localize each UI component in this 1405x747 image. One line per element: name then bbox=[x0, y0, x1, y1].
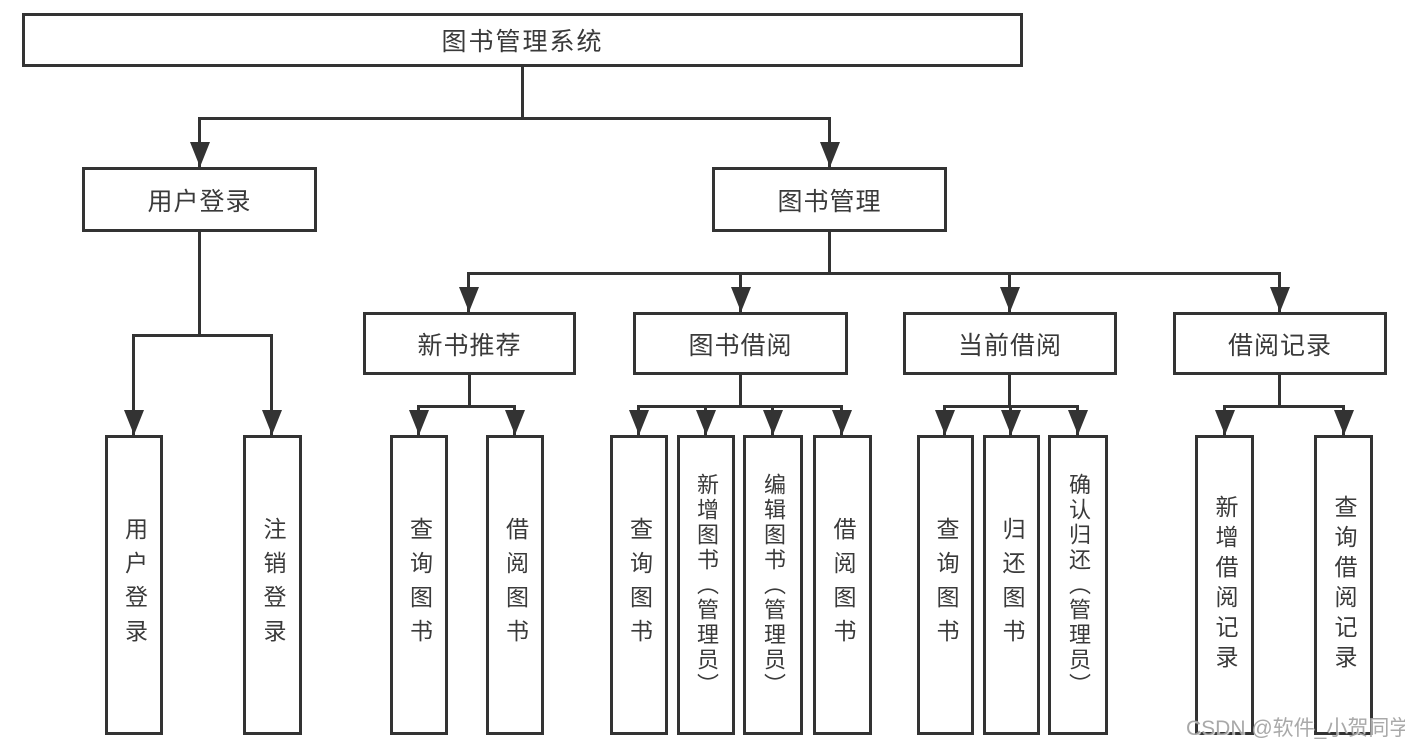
node-borrow-books-borrowing: 借阅图书 bbox=[813, 435, 872, 735]
edge-bar bbox=[1223, 405, 1345, 408]
edge-bar bbox=[132, 334, 273, 337]
arrow-down-icon bbox=[1001, 410, 1021, 435]
edge-bar bbox=[467, 272, 1280, 275]
edge-stub bbox=[198, 230, 201, 336]
edge-bar bbox=[199, 117, 831, 120]
arrow-down-icon bbox=[505, 410, 525, 435]
watermark: CSDN @软件_小贺同学 bbox=[1186, 717, 1405, 740]
arrow-down-icon bbox=[124, 410, 144, 435]
arrow-down-icon bbox=[820, 142, 840, 167]
node-borrow-books-recommend: 借阅图书 bbox=[486, 435, 544, 735]
node-library-system: 图书管理系统 bbox=[22, 13, 1023, 67]
arrow-down-icon bbox=[409, 410, 429, 435]
arrow-down-icon bbox=[832, 410, 852, 435]
arrow-down-icon bbox=[190, 142, 210, 167]
edge-stub bbox=[739, 373, 742, 407]
node-borrowing-records: 借阅记录 bbox=[1173, 312, 1387, 375]
edge-bar bbox=[417, 405, 516, 408]
node-logout: 注销登录 bbox=[243, 435, 302, 735]
node-add-books-admin: 新增图书（管理员） bbox=[677, 435, 735, 735]
arrow-down-icon bbox=[1270, 287, 1290, 312]
arrow-down-icon bbox=[1068, 410, 1088, 435]
arrow-down-icon bbox=[1000, 287, 1020, 312]
node-query-books-borrowing: 查询图书 bbox=[610, 435, 668, 735]
node-return-books: 归还图书 bbox=[983, 435, 1040, 735]
node-new-book-recommendation: 新书推荐 bbox=[363, 312, 576, 375]
edge-stub bbox=[521, 65, 524, 120]
arrow-down-icon bbox=[763, 410, 783, 435]
arrow-down-icon bbox=[629, 410, 649, 435]
edge-stub bbox=[828, 230, 831, 275]
node-book-management: 图书管理 bbox=[712, 167, 947, 232]
edge-bar bbox=[637, 405, 843, 408]
edge-drop bbox=[270, 334, 273, 435]
arrow-down-icon bbox=[1215, 410, 1235, 435]
node-confirm-return-admin: 确认归还（管理员） bbox=[1048, 435, 1108, 735]
edge-stub bbox=[1008, 373, 1011, 407]
node-user-login-leaf: 用户登录 bbox=[105, 435, 163, 735]
arrow-down-icon bbox=[731, 287, 751, 312]
node-add-borrow-record: 新增借阅记录 bbox=[1195, 435, 1254, 735]
node-current-borrowing: 当前借阅 bbox=[903, 312, 1117, 375]
arrow-down-icon bbox=[262, 410, 282, 435]
edge-stub bbox=[1278, 373, 1281, 407]
edge-stub bbox=[468, 373, 471, 407]
edge-drop bbox=[132, 334, 135, 435]
node-user-login: 用户登录 bbox=[82, 167, 317, 232]
arrow-down-icon bbox=[1334, 410, 1354, 435]
arrow-down-icon bbox=[459, 287, 479, 312]
arrow-down-icon bbox=[935, 410, 955, 435]
arrow-down-icon bbox=[696, 410, 716, 435]
node-query-borrow-record: 查询借阅记录 bbox=[1314, 435, 1373, 735]
node-edit-books-admin: 编辑图书（管理员） bbox=[743, 435, 803, 735]
node-query-books-current: 查询图书 bbox=[917, 435, 974, 735]
node-query-books-recommend: 查询图书 bbox=[390, 435, 448, 735]
node-book-borrowing: 图书借阅 bbox=[633, 312, 848, 375]
